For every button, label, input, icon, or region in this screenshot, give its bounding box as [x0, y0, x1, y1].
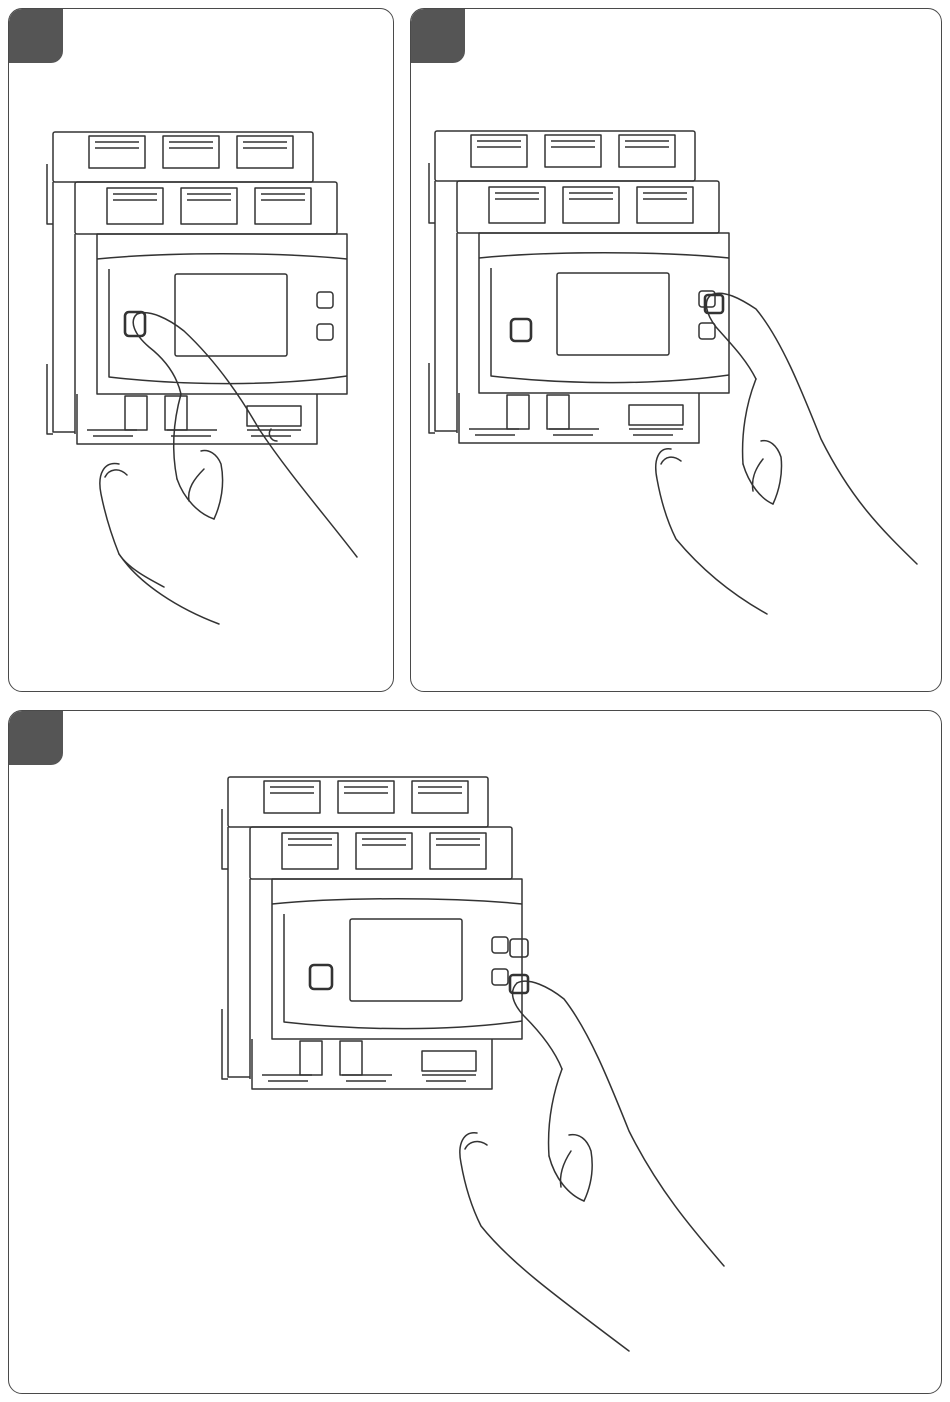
step-panel-1 [8, 8, 394, 692]
step-panel-2 [410, 8, 942, 692]
step-2-illustration [411, 9, 942, 692]
controller-device [429, 131, 729, 443]
step-panel-3 [8, 710, 942, 1394]
step-3-illustration [9, 711, 942, 1394]
pressing-hand-icon [460, 981, 724, 1351]
left-button [310, 965, 332, 989]
left-button [511, 319, 531, 341]
step-1-illustration [9, 9, 394, 692]
controller-device [222, 777, 522, 1089]
pressing-hand-icon [656, 293, 917, 614]
controller-device [47, 132, 347, 444]
pressing-hand-icon [100, 313, 357, 624]
right-upper-button [510, 939, 528, 957]
